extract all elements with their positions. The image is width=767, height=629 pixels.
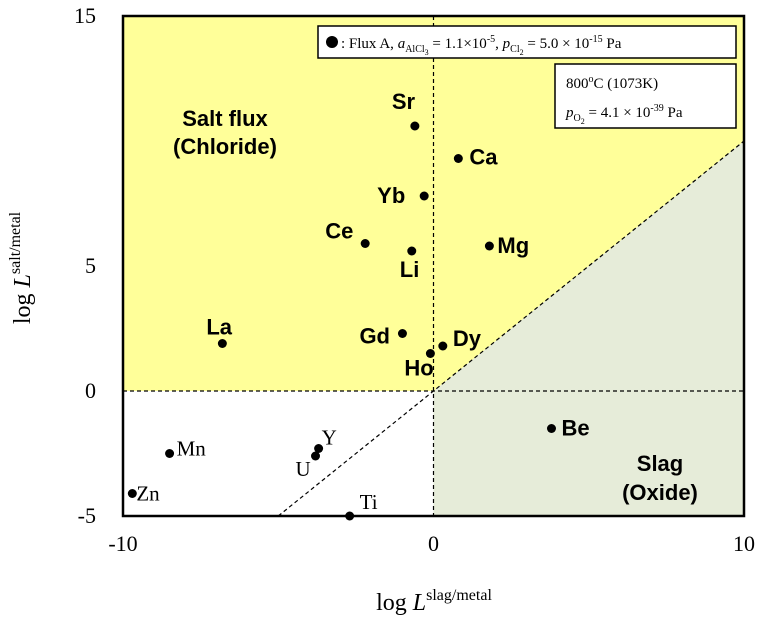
data-point-mg xyxy=(484,241,494,251)
data-label-ca: Ca xyxy=(469,145,498,170)
legend: : Flux A, aAlCl3 = 1.1×10-5, pCl2 = 5.0 … xyxy=(317,25,737,59)
data-label-li: Li xyxy=(400,257,420,282)
x-tick-label: 0 xyxy=(428,531,439,556)
data-label-la: La xyxy=(206,315,232,340)
data-label-ti: Ti xyxy=(360,490,378,514)
reference-lines xyxy=(123,16,745,517)
data-label-sr: Sr xyxy=(392,89,416,114)
data-point-y xyxy=(314,444,324,453)
data-label-be: Be xyxy=(561,416,589,441)
data-label-gd: Gd xyxy=(359,324,390,349)
region-labels: Salt flux (Chloride) Slag (Oxide) xyxy=(173,106,698,505)
conditions-box: 800oC (1073K) pO2 = 4.1 × 10-39 Pa xyxy=(554,63,737,129)
legend-box xyxy=(317,25,737,59)
data-label-yb: Yb xyxy=(377,183,405,208)
legend-marker xyxy=(326,36,338,48)
y-tick-label: 15 xyxy=(74,3,96,28)
data-label-y: Y xyxy=(322,426,337,450)
data-point-ho xyxy=(425,349,435,358)
data-point-u xyxy=(311,451,321,461)
data-label-mn: Mn xyxy=(177,437,207,461)
data-point-la xyxy=(217,339,227,348)
x-tick-label: 10 xyxy=(733,531,755,556)
data-label-ce: Ce xyxy=(325,219,353,244)
data-point-ca xyxy=(453,154,463,163)
parity-line xyxy=(277,140,745,517)
tick-labels: -10 0 10 -5 0 5 15 xyxy=(74,3,755,556)
plot-frame xyxy=(121,14,746,518)
y-tick-label: -5 xyxy=(78,503,96,528)
y-tick-label: 0 xyxy=(85,378,96,403)
x-axis-label: log Lslag/metal xyxy=(376,587,492,616)
data-point-be xyxy=(546,424,556,433)
salt-region-label-line2: (Chloride) xyxy=(173,134,277,159)
slag-region xyxy=(433,391,744,516)
data-label-zn: Zn xyxy=(136,482,160,506)
data-point-ce xyxy=(360,239,370,248)
legend-text: : Flux A, aAlCl3 = 1.1×10-5, pCl2 = 5.0 … xyxy=(341,34,622,57)
data-point-yb xyxy=(419,191,429,201)
oxygen-pressure-text: pO2 = 4.1 × 10-39 Pa xyxy=(565,103,683,126)
y-tick-label: 5 xyxy=(85,253,96,278)
conditions-frame xyxy=(554,63,737,129)
data-point-ti xyxy=(345,511,355,521)
plot-border xyxy=(121,14,746,518)
data-point-dy xyxy=(438,341,448,351)
data-point-sr xyxy=(410,121,420,131)
slag-region-label-line1: Slag xyxy=(637,451,683,476)
temperature-text: 800oC (1073K) xyxy=(566,74,658,92)
salt-region-label-line1: Salt flux xyxy=(182,106,268,131)
data-point-mn xyxy=(165,449,175,458)
x-tick-label: -10 xyxy=(108,531,137,556)
data-label-dy: Dy xyxy=(453,326,482,351)
data-label-ho: Ho xyxy=(404,356,433,381)
y-axis-label: log Lsalt/metal xyxy=(7,211,36,324)
data-point-gd xyxy=(397,329,407,338)
data-point-li xyxy=(407,246,417,256)
data-label-mg: Mg xyxy=(497,233,529,258)
data-label-u: U xyxy=(296,457,311,481)
data-point-zn xyxy=(127,489,137,498)
slag-region-label-line2: (Oxide) xyxy=(622,480,698,505)
